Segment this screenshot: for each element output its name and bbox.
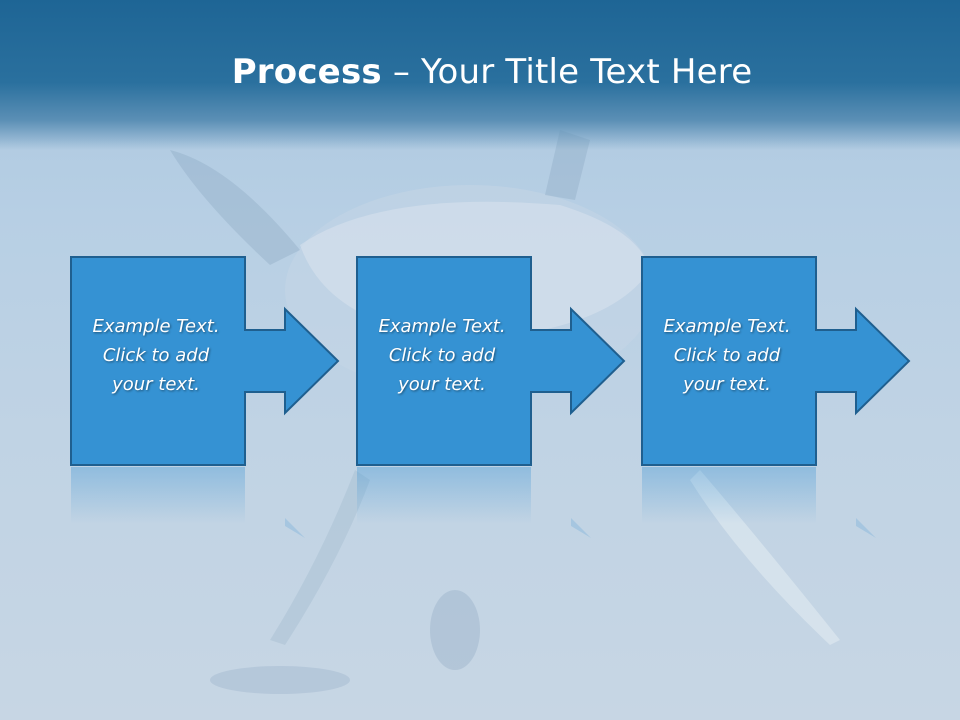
process-step-3[interactable]: Example Text. Click to add your text. xyxy=(641,256,960,546)
step-shape-2 xyxy=(356,256,626,538)
title-bold: Process xyxy=(231,52,382,92)
step-shape-3 xyxy=(641,256,911,538)
process-step-2[interactable]: Example Text. Click to add your text. xyxy=(356,256,696,546)
step-text-3[interactable]: Example Text. Click to add your text. xyxy=(663,316,791,395)
step-text-1[interactable]: Example Text. Click to add your text. xyxy=(92,316,220,395)
step-shape-1 xyxy=(70,256,340,538)
process-step-1[interactable]: Example Text. Click to add your text. xyxy=(70,256,410,546)
header-bar xyxy=(0,0,960,150)
step-text-2[interactable]: Example Text. Click to add your text. xyxy=(378,316,506,395)
slide-title[interactable]: Process – Your Title Text Here xyxy=(0,52,960,92)
title-rest: – Your Title Text Here xyxy=(381,52,753,92)
